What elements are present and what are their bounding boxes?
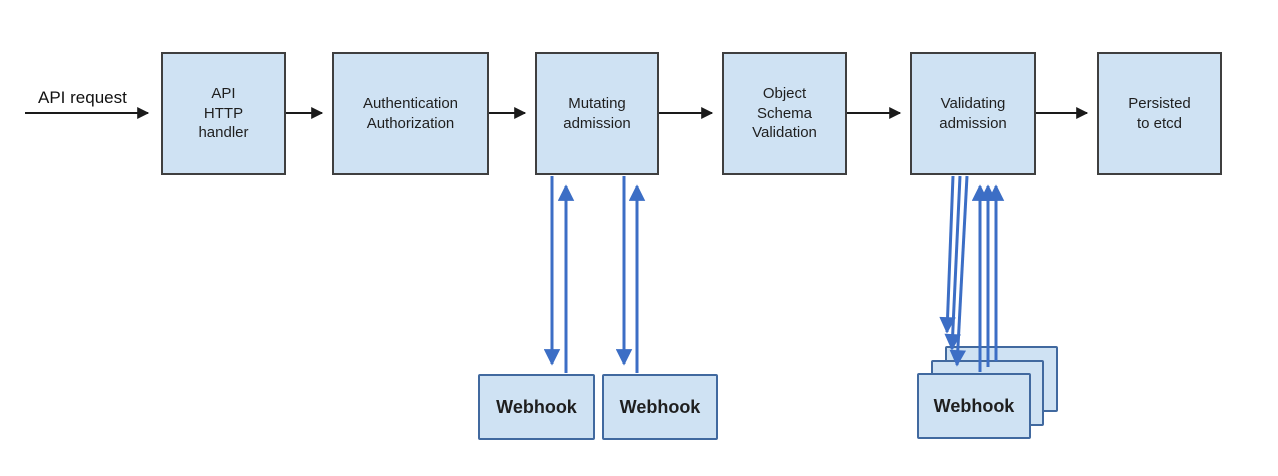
node-persisted-to-etcd: Persisted to etcd	[1097, 52, 1222, 175]
validating-webhook-call-arrow-2	[944, 175, 962, 351]
node-authentication-authorization: Authentication Authorization	[332, 52, 489, 175]
validating-webhook-box-front: Webhook	[917, 373, 1031, 439]
node-api-http-handler: API HTTP handler	[161, 52, 286, 175]
node-object-schema-validation: Object Schema Validation	[722, 52, 847, 175]
node-mutating-admission: Mutating admission	[535, 52, 659, 175]
node-validating-admission: Validating admission	[910, 52, 1036, 175]
mutating-webhook-box-2: Webhook	[602, 374, 718, 440]
mutating-webhook-box-1: Webhook	[478, 374, 595, 440]
validating-webhook-call-arrow-1	[939, 175, 956, 334]
api-request-label: API request	[38, 88, 127, 107]
validating-webhook-call-arrow-3	[949, 175, 969, 367]
